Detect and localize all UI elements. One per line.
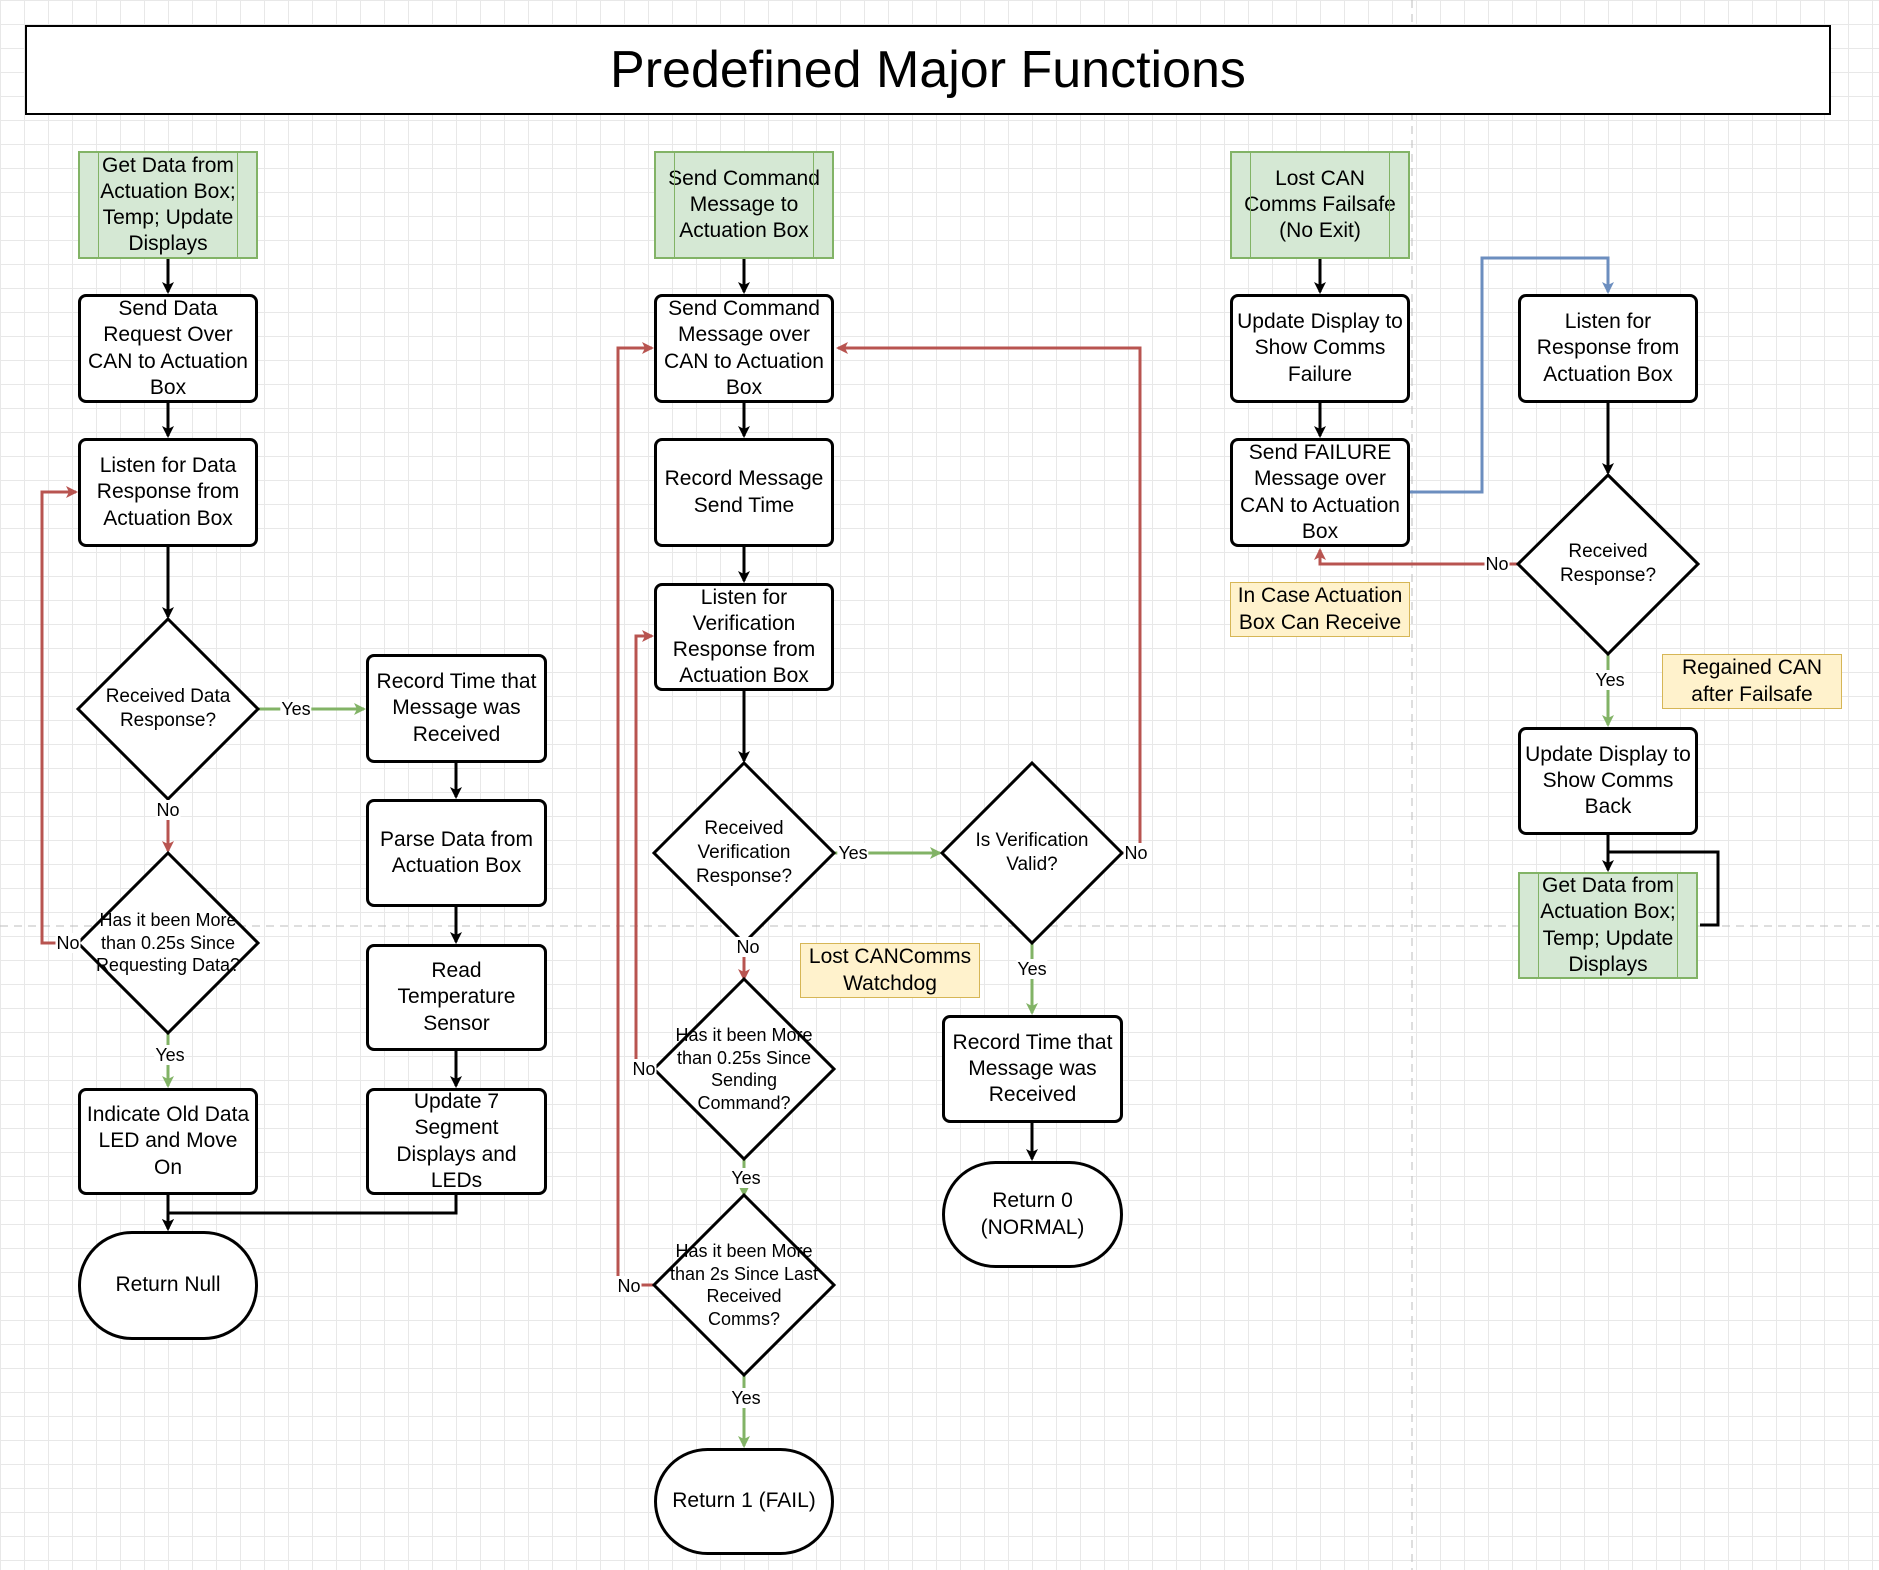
c2-return-normal-terminal[interactable]: Return 0 (NORMAL) xyxy=(942,1161,1123,1268)
c2-record-send-step[interactable]: Record Message Send Time xyxy=(654,438,834,547)
c2-listen-verification-step[interactable]: Listen for Verification Response from Ac… xyxy=(654,583,834,691)
label-c3-received-yes: Yes xyxy=(1594,670,1626,690)
c3-send-failure-step[interactable]: Send FAILURE Message over CAN to Actuati… xyxy=(1230,438,1410,547)
c3-update-failure-step[interactable]: Update Display to Show Comms Failure xyxy=(1230,294,1410,403)
label-c2-valid-yes: Yes xyxy=(1016,959,1048,979)
c1-update-7seg-step[interactable]: Update 7 Segment Displays and LEDs xyxy=(366,1088,547,1195)
c1-return-null-terminal[interactable]: Return Null xyxy=(78,1231,258,1340)
decision-c3-received xyxy=(1515,472,1701,657)
decision-c2-received-verif xyxy=(651,760,837,946)
c1-parse-step[interactable]: Parse Data from Actuation Box xyxy=(366,799,547,907)
c1-start-block[interactable]: Get Data from Actuation Box; Temp; Updat… xyxy=(78,151,258,259)
c2-record-time-step[interactable]: Record Time that Message was Received xyxy=(942,1015,1123,1123)
c2-watchdog-note: Lost CANComms Watchdog xyxy=(800,943,980,998)
label-c2-watchdog-no: No xyxy=(616,1276,642,1296)
label-c3-received-no: No xyxy=(1484,554,1510,574)
c2-return-fail-terminal[interactable]: Return 1 (FAIL) xyxy=(654,1448,834,1555)
c2-send-command-step[interactable]: Send Command Message over CAN to Actuati… xyxy=(654,294,834,403)
label-c2-received-yes: Yes xyxy=(837,843,869,863)
label-c1-timeout-no: No xyxy=(55,933,81,953)
c1-record-time-step[interactable]: Record Time that Message was Received xyxy=(366,654,547,763)
c3-regained-note: Regained CAN after Failsafe xyxy=(1662,654,1842,709)
c3-receive-note: In Case Actuation Box Can Receive xyxy=(1230,582,1410,637)
edge-c3-send-to-listen xyxy=(1410,256,1614,494)
edge-c1-timeout-no xyxy=(40,486,78,945)
label-c2-watchdog-yes: Yes xyxy=(730,1388,762,1408)
c1-old-data-step[interactable]: Indicate Old Data LED and Move On xyxy=(78,1088,258,1195)
label-c2-timeout-no: No xyxy=(631,1059,657,1079)
decision-c2-watchdog xyxy=(651,1192,837,1378)
c1-read-temp-step[interactable]: Read Temperature Sensor xyxy=(366,944,547,1051)
c1-send-request-step[interactable]: Send Data Request Over CAN to Actuation … xyxy=(78,294,258,403)
label-c1-timeout-yes: Yes xyxy=(154,1045,186,1065)
label-c2-valid-no: No xyxy=(1123,843,1149,863)
label-c1-received-yes: Yes xyxy=(280,699,312,719)
decision-c2-timeout xyxy=(651,976,837,1162)
c1-listen-step[interactable]: Listen for Data Response from Actuation … xyxy=(78,438,258,547)
decision-c2-valid xyxy=(939,760,1125,946)
page-title: Predefined Major Functions xyxy=(25,25,1831,115)
c3-start-block[interactable]: Lost CAN Comms Failsafe (No Exit) xyxy=(1230,151,1410,259)
c2-start-block[interactable]: Send Command Message to Actuation Box xyxy=(654,151,834,259)
edge-c3-received-no xyxy=(1314,548,1518,566)
c3-update-back-step[interactable]: Update Display to Show Comms Back xyxy=(1518,727,1698,835)
c3-listen-step[interactable]: Listen for Response from Actuation Box xyxy=(1518,294,1698,403)
edge-c3-getdata-loop xyxy=(1608,850,1720,927)
edge-c2-valid-no xyxy=(836,342,1142,855)
label-c2-timeout-yes: Yes xyxy=(730,1168,762,1188)
edge-c2-timeout-no xyxy=(634,630,654,1071)
decision-c1-received xyxy=(75,616,261,802)
label-c1-received-no: No xyxy=(155,800,181,820)
c3-get-data-block[interactable]: Get Data from Actuation Box; Temp; Updat… xyxy=(1518,872,1698,979)
label-c2-received-no: No xyxy=(735,937,761,957)
edge-c1-update-to-return xyxy=(162,1195,458,1231)
decision-c1-timeout xyxy=(75,850,261,1036)
